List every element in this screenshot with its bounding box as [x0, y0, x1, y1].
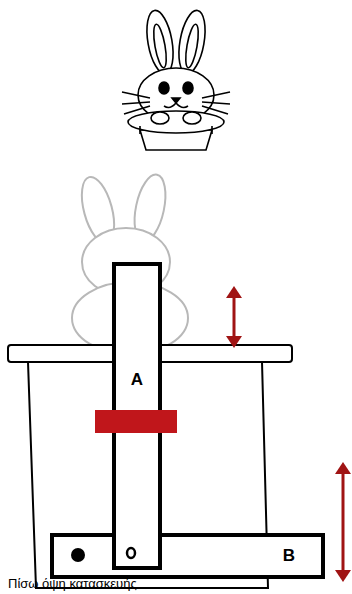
rabbit-in-hat [122, 8, 230, 150]
bar: A [112, 262, 162, 570]
part-label: B [283, 546, 295, 566]
caption: Πίσω όψη κατασκευής [8, 576, 137, 591]
part-label: A [131, 370, 143, 390]
bar: B [50, 533, 325, 579]
